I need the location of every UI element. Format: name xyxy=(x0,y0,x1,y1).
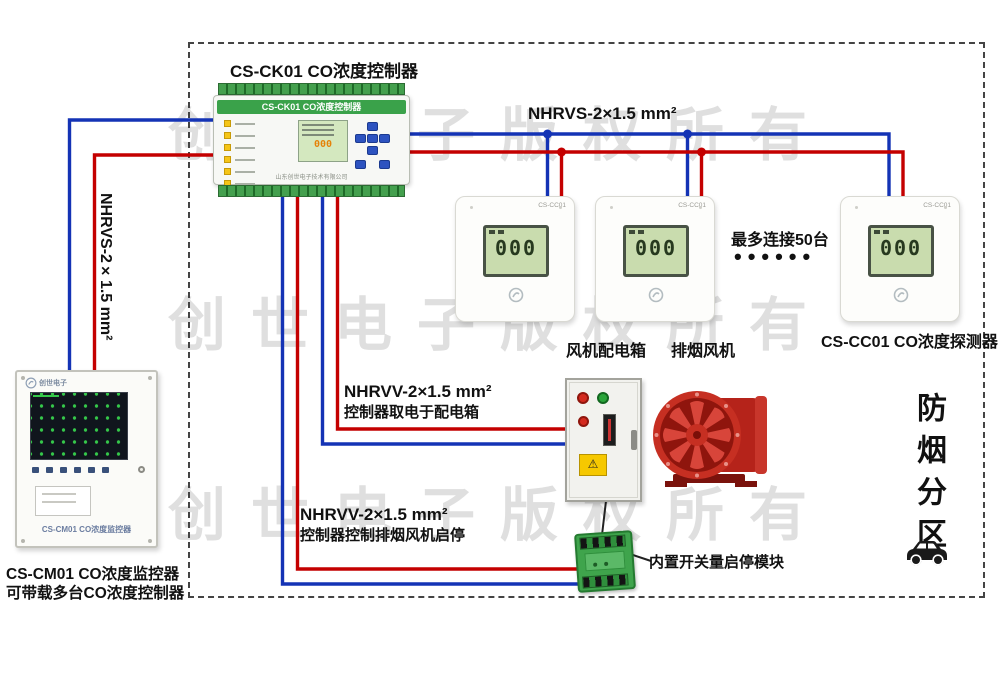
screw-dot xyxy=(470,206,473,209)
co-detector-3: CS-CC01 000 xyxy=(840,196,960,322)
max-connect-label: 最多连接50台 xyxy=(731,232,829,249)
detector-lcd: 000 xyxy=(623,225,689,277)
brand-logo-icon xyxy=(648,287,664,308)
co-detector-2: CS-CC01 000 xyxy=(595,196,715,322)
controller-lcd: 000 xyxy=(298,120,348,162)
car-icon xyxy=(903,536,951,575)
detector-model-label: CS-CC01 xyxy=(678,202,706,209)
screw-dot xyxy=(855,206,858,209)
more-units-dots: •••••• xyxy=(734,244,817,269)
screw-dot xyxy=(148,539,152,543)
co-detector-1: CS-CC01 000 xyxy=(455,196,575,322)
screw-dot xyxy=(699,206,702,209)
detector-lcd: 000 xyxy=(868,225,934,277)
power-cable-name: NHRVV-2×1.5 mm² xyxy=(344,382,492,401)
detector-model-label: CS-CC01 xyxy=(923,202,951,209)
controller-caption: CS-CK01 CO浓度控制器 xyxy=(230,62,418,81)
detector-reading: 000 xyxy=(879,236,923,260)
keyhole xyxy=(138,466,145,473)
red-push-button xyxy=(578,416,589,427)
switch-start-stop-module xyxy=(574,530,636,593)
monitor-caption-line2: 可带载多台CO浓度控制器 xyxy=(6,585,185,602)
down-arrow-button xyxy=(367,146,378,155)
terminal-strip xyxy=(218,185,405,197)
brand-logo: 创世电子 xyxy=(25,377,67,389)
co-monitor-device: 创世电子 CS-CM01 CO浓度监控器 xyxy=(15,370,158,548)
screw-dot xyxy=(944,206,947,209)
module-terminal-block xyxy=(582,573,629,589)
detector-lcd: 000 xyxy=(483,225,549,277)
control-cable-name: NHRVV-2×1.5 mm² xyxy=(300,505,448,524)
module-terminal-block xyxy=(579,534,627,550)
brand-logo-text: 创世电子 xyxy=(39,380,67,387)
screw-dot xyxy=(21,376,25,380)
door-handle xyxy=(631,430,637,450)
screw-dot xyxy=(148,376,152,380)
green-indicator-light xyxy=(597,392,609,404)
controller-lcd-value: 000 xyxy=(313,139,333,150)
co-controller-device: CS-CK01 CO浓度控制器 000 山东创世电子技术有限公司 xyxy=(213,83,410,197)
terminal-strip xyxy=(218,83,405,95)
exhaust-fan-icon xyxy=(653,391,767,487)
module-pcb xyxy=(584,550,626,572)
label-card xyxy=(35,486,91,516)
detector-reading: 000 xyxy=(634,236,678,260)
meter-window xyxy=(603,414,616,446)
right-arrow-button xyxy=(379,134,390,143)
set-button xyxy=(379,160,390,169)
warning-sticker-icon: ⚠ xyxy=(579,454,607,476)
controller-company-text: 山东创世电子技术有限公司 xyxy=(275,175,348,181)
top-cable-label: NHRVS-2×1.5 mm² xyxy=(528,104,677,123)
controller-led-column xyxy=(224,120,255,192)
screen-status-line xyxy=(33,395,59,397)
module-caption: 内置开关量启停模块 xyxy=(649,554,785,571)
screw-dot xyxy=(559,206,562,209)
monitor-led-screen xyxy=(30,392,128,460)
smoke-exhaust-fan xyxy=(645,386,777,493)
lcd-status-icons xyxy=(629,230,683,234)
controller-header-band: CS-CK01 CO浓度控制器 xyxy=(217,100,406,114)
screw-dot xyxy=(610,206,613,209)
brand-logo-icon xyxy=(25,377,37,389)
monitor-buttons-row xyxy=(32,467,109,473)
red-indicator-light xyxy=(577,392,589,404)
lcd-status-icons xyxy=(874,230,928,234)
left-cable-label: NHRVS-2×1.5 mm² xyxy=(97,193,114,341)
fan-power-distribution-box: ⚠ xyxy=(565,378,642,502)
ok-button xyxy=(367,134,378,143)
left-arrow-button xyxy=(355,134,366,143)
up-arrow-button xyxy=(367,122,378,131)
power-cable-desc: 控制器取电于配电箱 xyxy=(344,404,480,421)
exhaust-fan-caption: 排烟风机 xyxy=(671,343,736,360)
controller-body: CS-CK01 CO浓度控制器 000 山东创世电子技术有限公司 xyxy=(213,95,410,187)
brand-logo-icon xyxy=(893,287,909,308)
monitor-device-label: CS-CM01 CO浓度监控器 xyxy=(41,525,132,534)
fan-box-caption: 风机配电箱 xyxy=(566,343,647,360)
menu-button xyxy=(355,160,366,169)
monitor-caption-line1: CS-CM01 CO浓度监控器 xyxy=(6,566,180,583)
smoke-zone-label: 防烟分区 xyxy=(912,392,945,560)
brand-logo-icon xyxy=(508,287,524,308)
screw-dot xyxy=(21,539,25,543)
detector-caption: CS-CC01 CO浓度探测器 xyxy=(821,334,998,351)
control-cable-desc: 控制器控制排烟风机启停 xyxy=(300,527,466,544)
detector-reading: 000 xyxy=(494,236,538,260)
